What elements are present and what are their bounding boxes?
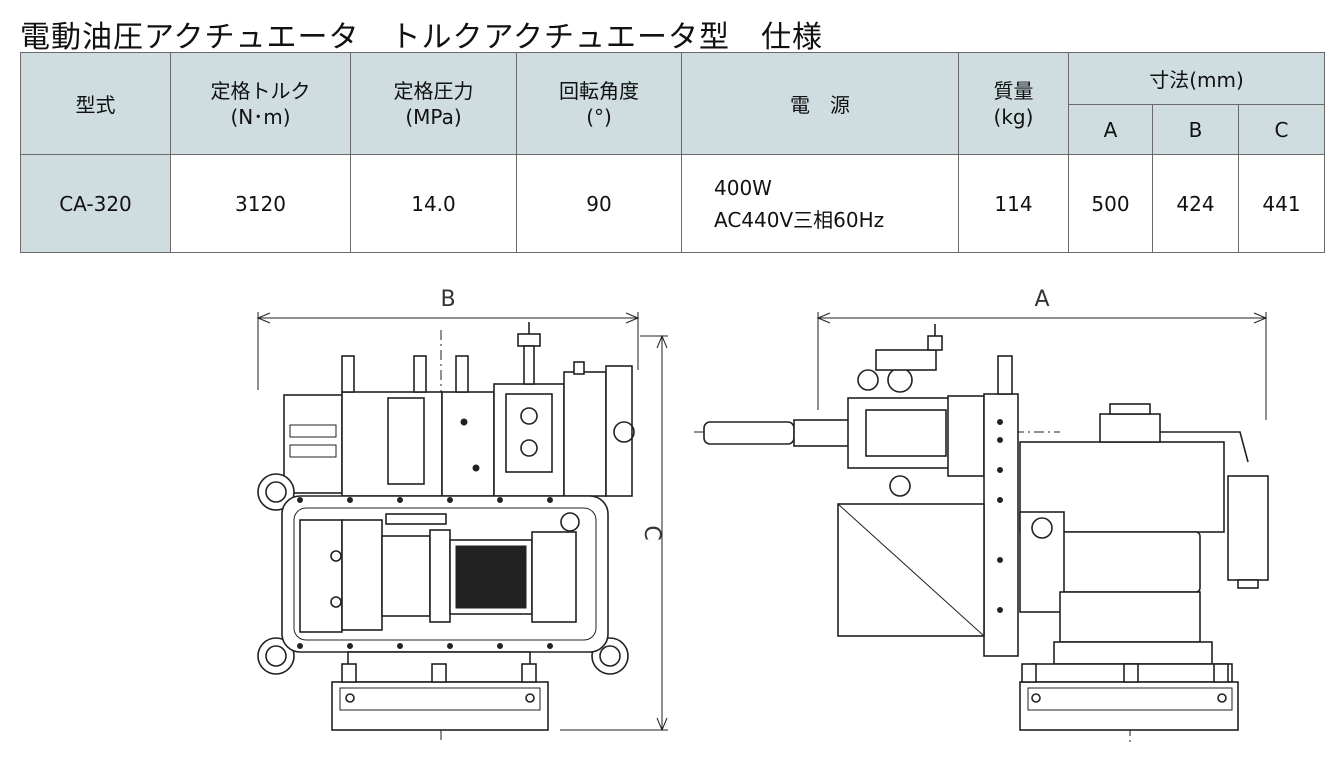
header-angle: 回転角度 (°) — [516, 52, 682, 155]
header-dim-c: C — [1237, 104, 1326, 155]
header-angle-label: 回転角度 — [559, 78, 639, 103]
side-view: A — [694, 287, 1269, 742]
header-dim-b: B — [1152, 104, 1239, 155]
header-mass-label: 質量 — [993, 78, 1034, 103]
header-pressure: 定格圧力 (MPa) — [350, 52, 517, 155]
page-title: 電動油圧アクチュエータ トルクアクチュエータ型 仕様 — [20, 20, 823, 55]
dimension-a-label: A — [1034, 287, 1049, 312]
cell-power: 400W AC440V三相60Hz — [681, 154, 959, 253]
cell-mass: 114 — [958, 154, 1069, 253]
cell-pressure: 14.0 — [350, 154, 517, 253]
cell-dim-c: 441 — [1237, 154, 1326, 253]
header-dims: 寸法(mm) — [1067, 52, 1326, 105]
dimension-c-label: C — [639, 525, 664, 540]
technical-drawing: B C — [256, 287, 1269, 742]
dimension-b-label: B — [440, 287, 455, 312]
header-torque-label: 定格トルク — [210, 78, 311, 103]
cell-dim-b: 424 — [1152, 154, 1239, 253]
header-dim-a: A — [1068, 104, 1153, 155]
spec-table: 型式 定格トルク (N･m) 定格圧力 (MPa) 回転角度 (°) 電 源 質… — [20, 52, 1326, 253]
cell-power-line1: 400W — [714, 175, 772, 200]
cell-power-line2: AC440V三相60Hz — [714, 207, 885, 232]
header-model: 型式 — [20, 52, 171, 155]
front-view: B C — [256, 287, 668, 740]
cell-torque: 3120 — [170, 154, 351, 253]
cell-model: CA-320 — [20, 154, 171, 253]
header-angle-unit: (°) — [586, 104, 612, 129]
header-mass-unit: (kg) — [993, 104, 1034, 129]
header-mass: 質量 (kg) — [958, 52, 1069, 155]
header-pressure-label: 定格圧力 — [393, 78, 474, 103]
header-power: 電 源 — [681, 52, 959, 155]
cell-dim-a: 500 — [1068, 154, 1153, 253]
header-pressure-unit: (MPa) — [405, 104, 462, 129]
table-row: CA-320 3120 14.0 90 400W AC440V三相60Hz 11… — [20, 154, 1326, 253]
header-torque-unit: (N･m) — [230, 104, 291, 129]
header-torque: 定格トルク (N･m) — [170, 52, 351, 155]
cell-angle: 90 — [516, 154, 682, 253]
